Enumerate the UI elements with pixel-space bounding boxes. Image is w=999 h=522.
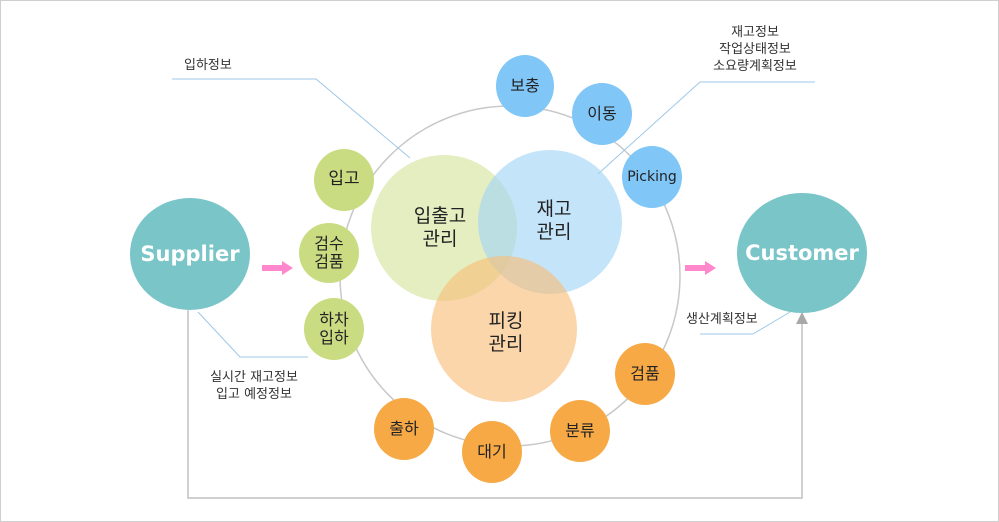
step-move[interactable]: 이동 [572, 83, 632, 145]
production-plan-line [700, 311, 791, 335]
inventory-info-line [597, 81, 815, 175]
step-replenish[interactable]: 보충 [496, 55, 554, 117]
inbound-info-note: 입하정보 [184, 58, 232, 73]
up-arrow-icon [796, 312, 808, 324]
supplier-label: Supplier [140, 241, 240, 266]
feedback-loop-line [187, 310, 803, 499]
customer-label: Customer [745, 240, 859, 265]
inventory-info-note: 재고정보 작업상태정보 소요량계획정보 [713, 25, 797, 74]
inventory-mgmt-label: 재고 관리 [536, 198, 572, 243]
supplier-node[interactable]: Supplier [130, 198, 250, 310]
inbound-mgmt-label: 입출고 관리 [413, 205, 467, 250]
inbound-info-line [172, 78, 411, 159]
step-inspection[interactable]: 검수 검품 [299, 223, 359, 283]
customer-node[interactable]: Customer [737, 193, 867, 313]
supplier-info-note: 실시간 재고정보 입고 예정정보 [210, 370, 298, 402]
step-check[interactable]: 검품 [615, 343, 675, 405]
production-plan-note: 생산계획정보 [686, 312, 758, 327]
step-unloading[interactable]: 하차 입하 [304, 298, 364, 360]
right-arrow-icon [685, 261, 716, 275]
step-ship[interactable]: 출하 [374, 398, 434, 460]
venn-picking-circle[interactable] [431, 256, 577, 402]
right-arrow-icon [262, 261, 293, 275]
step-sort[interactable]: 분류 [550, 400, 610, 462]
supplier-info-line [197, 311, 308, 358]
step-picking[interactable]: Picking [622, 146, 682, 208]
step-wait[interactable]: 대기 [462, 421, 522, 483]
picking-mgmt-label: 피킹 관리 [488, 310, 524, 355]
step-receiving[interactable]: 입고 [314, 149, 374, 211]
